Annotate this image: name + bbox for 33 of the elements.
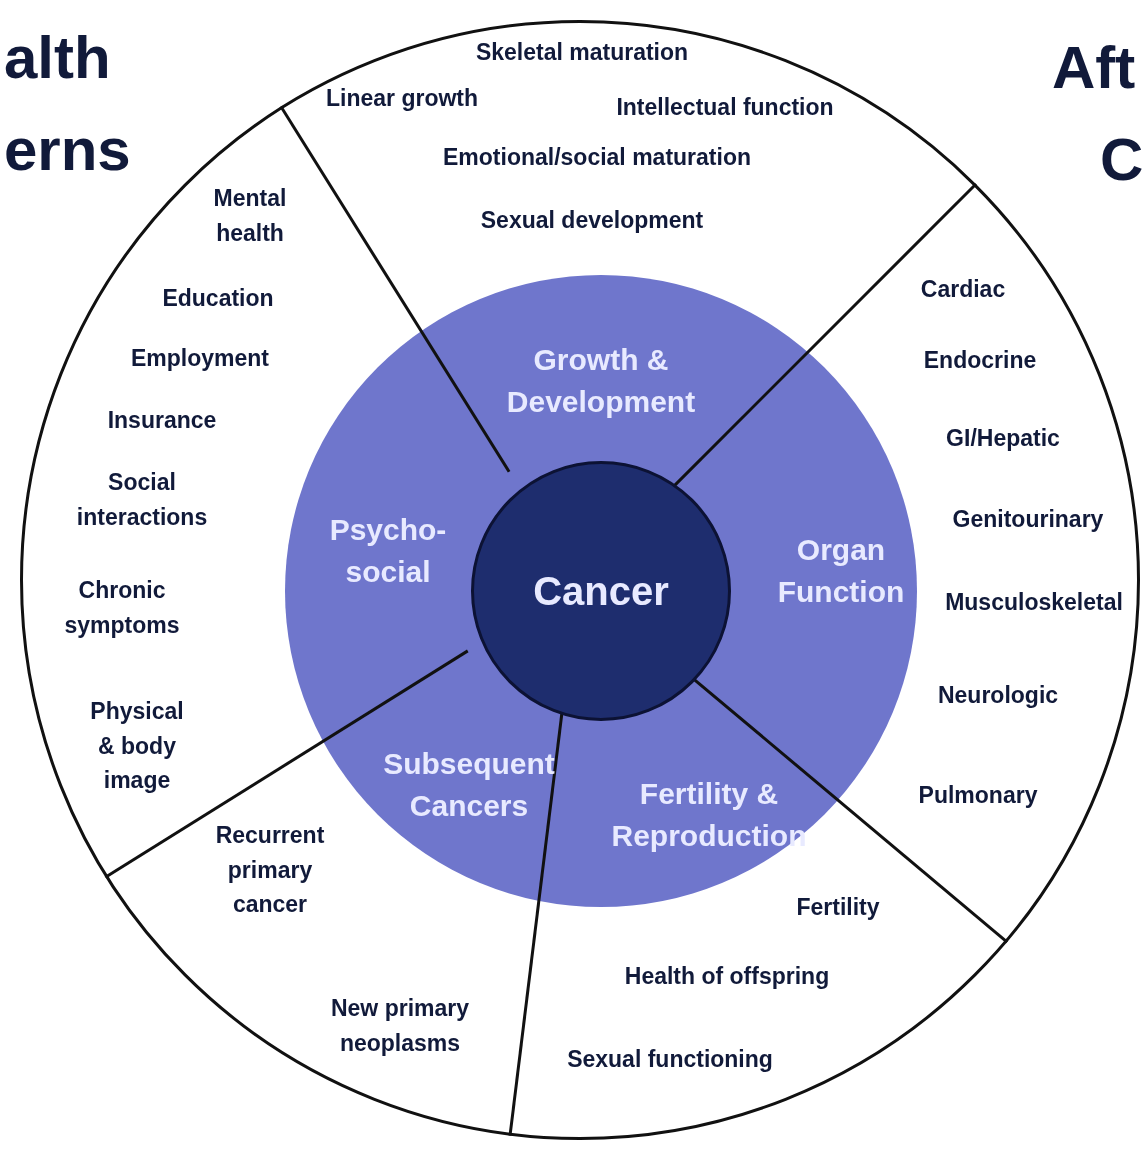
item-label: Physical & body image — [89, 697, 185, 796]
item-label: Pulmonary — [917, 780, 1039, 810]
heading-fragment: C — [1100, 130, 1144, 190]
item-label: Social interactions — [75, 467, 209, 531]
item-label: Insurance — [106, 405, 218, 435]
item-label: Musculoskeletal — [944, 587, 1124, 617]
item-label: Education — [161, 283, 275, 313]
item-label: Intellectual function — [615, 92, 835, 122]
sector-label: Organ Function — [756, 529, 926, 613]
item-label: Genitourinary — [951, 504, 1105, 534]
sector-label: Subsequent Cancers — [369, 743, 569, 827]
item-label: Chronic symptoms — [63, 575, 181, 640]
item-label: Linear growth — [324, 83, 480, 113]
item-label: Recurrent primary cancer — [214, 821, 326, 920]
item-label: Sexual functioning — [566, 1044, 774, 1074]
item-label: Neurologic — [936, 680, 1060, 710]
item-label: GI/Hepatic — [945, 423, 1061, 453]
item-label: Sexual development — [479, 205, 705, 235]
sector-label: Psycho- social — [318, 509, 458, 593]
item-label: Cardiac — [919, 274, 1007, 304]
item-label: Endocrine — [922, 345, 1038, 375]
item-label: Skeletal maturation — [474, 37, 690, 67]
item-label: Mental health — [212, 183, 288, 247]
item-label: Health of offspring — [623, 961, 831, 991]
heading-fragment: Aft — [1052, 38, 1136, 98]
item-label: New primary neoplasms — [329, 993, 471, 1058]
item-label: Emotional/social maturation — [442, 142, 752, 172]
sector-label: Growth & Development — [481, 339, 721, 423]
item-label: Employment — [130, 343, 270, 373]
heading-fragment: erns — [4, 120, 131, 180]
center-label: Cancer — [533, 568, 669, 614]
item-label: Fertility — [795, 892, 881, 922]
heading-fragment: alth — [4, 28, 111, 88]
